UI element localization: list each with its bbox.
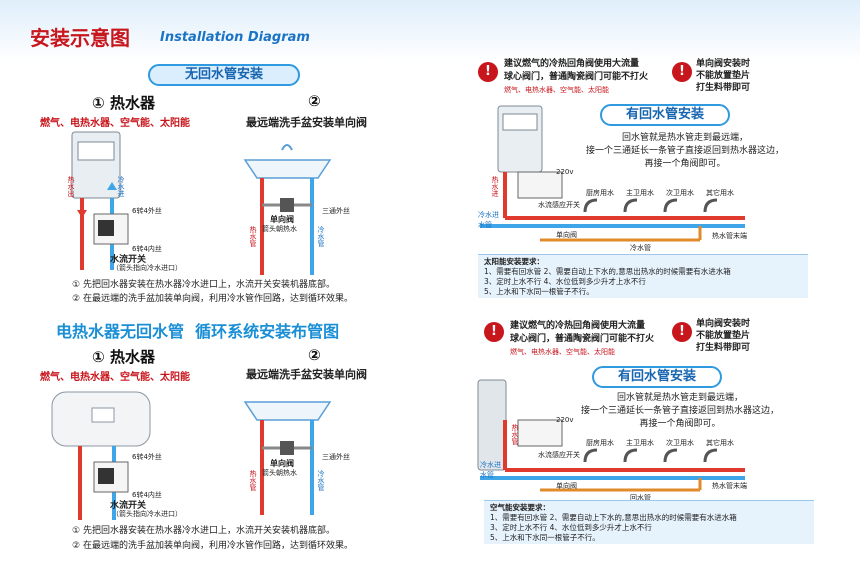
rb-return-end: 热水管末端 xyxy=(712,482,747,490)
rb-warning-b: 单向阀安装时 不能放置垫片 打生料带即可 xyxy=(696,319,751,353)
tap-2 xyxy=(623,198,638,213)
lb-wire-6-4-in: 6转4内丝 xyxy=(132,491,162,499)
rt-return-device xyxy=(517,171,563,199)
rt-pill: 有回水管安装 xyxy=(600,104,730,126)
rt-tap-label-1: 厨房用水 xyxy=(586,189,614,197)
warning-icon: ! xyxy=(484,322,504,342)
section-heading: 电热水器无回水管 循环系统安装布管图 xyxy=(56,322,340,341)
lb-wire-6-4-out: 6转4外丝 xyxy=(132,453,162,461)
rb-requirements-box: 空气能安装要求： 1、需要有回水管 2、需要自动上下水的,意思出热水的时候需要有… xyxy=(484,500,814,544)
heater-types: 燃气、电热水器、空气能、太阳能 xyxy=(40,118,190,129)
sink-basin-1 xyxy=(243,159,332,179)
lb-tee: 三通外丝 xyxy=(322,453,350,461)
rt-warning-b: 单向阀安装时 不能放置垫片 打生料带即可 xyxy=(696,59,751,93)
rt-cold-pipe: 冷水管 xyxy=(630,244,651,252)
faucet-1 xyxy=(281,144,293,151)
flow-switch-note: （箭头指向冷水进口） xyxy=(112,264,182,272)
lb-check-note: 箭头朝热水 xyxy=(262,469,297,477)
eh-return-panel xyxy=(98,468,114,484)
rt-warning-a: 建议燃气的冷热回角阀使用大流量 球心阀门，普通陶瓷阀门可能不打火 燃气、电热水器… xyxy=(504,59,649,94)
cold-pipe-label: 冷水管 xyxy=(317,226,325,247)
lb-cold-pipe: 冷水管 xyxy=(317,470,325,491)
lb-check-valve: 单向阀 xyxy=(270,459,294,468)
rb-tank-body xyxy=(477,379,507,471)
rb-tap-label-1: 厨房用水 xyxy=(586,439,614,447)
rt-tap-label-4: 其它用水 xyxy=(706,189,734,197)
note-2: ② 在最远端的洗手盆加装单向阀，利用冷水管作回路，达到循环效果。 xyxy=(72,294,353,304)
rb-tap-label-3: 次卫用水 xyxy=(666,439,694,447)
rb-hot-in: 热水管 xyxy=(511,424,519,445)
rb-voltage: 220v xyxy=(556,416,574,424)
page-title: 安装示意图 xyxy=(30,26,130,50)
rt-tap-label-3: 次卫用水 xyxy=(666,189,694,197)
tap-3 xyxy=(663,198,678,213)
rb-tap-label-2: 主卫用水 xyxy=(626,439,654,447)
header-band xyxy=(0,0,860,62)
rb-desc: 回水管就是热水管走到最远端，接一个三通延长一条管子直接返回到热水器这边，再接一个… xyxy=(580,393,779,429)
rb-flow-switch: 水流感应开关 xyxy=(538,451,580,459)
pill-no-return: 无回水管安装 xyxy=(148,64,300,86)
cold-in-label: 冷水进 xyxy=(117,176,125,197)
electric-heater-display xyxy=(91,407,115,423)
cold-arrow xyxy=(107,182,117,190)
wire-6-4-in: 6转4内丝 xyxy=(132,245,162,253)
sink-basin-2 xyxy=(243,401,332,421)
step2-title: 最远端洗手盆安装单向阀 xyxy=(246,116,367,129)
rb-check: 单向阀 xyxy=(556,482,577,490)
rb-cold-in: 冷水进水管 xyxy=(480,461,501,479)
return-device-panel xyxy=(98,220,114,236)
lb-note-2: ② 在最远端的洗手盆加装单向阀，利用冷水管作回路，达到循环效果。 xyxy=(72,541,353,551)
rt-tap-label-2: 主卫用水 xyxy=(626,189,654,197)
rt-cold-in: 冷水进水管 xyxy=(478,211,499,229)
rb-pill: 有回水管安装 xyxy=(592,366,722,388)
rb-warning-a: 建议燃气的冷热回角阀使用大流量 球心阀门，普通陶瓷阀门可能不打火 燃气、电热水器… xyxy=(510,321,655,356)
lb-flow-note: （箭头指向冷水进口） xyxy=(112,510,182,518)
page-subtitle: Installation Diagram xyxy=(160,30,310,45)
rb-return-device xyxy=(517,419,563,447)
lb-heater-types: 燃气、电热水器、空气能、太阳能 xyxy=(40,372,190,383)
tap-4 xyxy=(703,198,718,213)
lb-step2-num: ② xyxy=(308,346,321,364)
warning-icon: ! xyxy=(478,62,498,82)
step2-num: ② xyxy=(308,92,321,110)
rt-desc: 回水管就是热水管走到最远端，接一个三通延长一条管子直接返回到热水器这边，再接一个… xyxy=(585,133,784,169)
rt-check: 单向阀 xyxy=(556,231,577,239)
rt-flow-switch: 水流感应开关 xyxy=(538,201,580,209)
lb-flow-switch: 水流开关 xyxy=(110,501,147,511)
gas-heater-display xyxy=(77,141,115,161)
check-valve-shape-2 xyxy=(280,441,294,455)
check-valve-shape xyxy=(280,198,294,212)
lb-step2-title: 最远端洗手盆安装单向阀 xyxy=(246,368,367,381)
lb-hot-pipe: 热水管 xyxy=(249,470,257,491)
tap-1 xyxy=(583,198,598,213)
check-valve-label: 单向阀 xyxy=(270,215,294,224)
rb-tap-label-4: 其它用水 xyxy=(706,439,734,447)
warning-icon: ! xyxy=(672,322,692,342)
hot-arrow xyxy=(77,210,87,218)
hot-out-label: 热水出 xyxy=(67,176,75,197)
rt-return-end: 热水管末端 xyxy=(712,232,747,240)
tee-label: 三通外丝 xyxy=(322,207,350,215)
flow-switch-label: 水流开关 xyxy=(110,255,147,265)
lb-step1-title: ① 热水器 xyxy=(92,348,155,366)
wire-6-4-out: 6转4外丝 xyxy=(132,207,162,215)
rt-hot-in: 热水进 xyxy=(491,176,499,197)
rt-voltage: 220v xyxy=(556,168,574,176)
hot-pipe-label: 热水管 xyxy=(249,226,257,247)
warning-icon: ! xyxy=(672,62,692,82)
rb-return-pipe: 回水管 xyxy=(630,494,651,502)
lb-note-1: ① 先把回水器安装在热水器冷水进口上，水流开关安装机器底部。 xyxy=(72,526,335,536)
rt-requirements-box: 太阳能安装要求： 1、需要有回水管 2、需要自动上下水的,意思出热水的时候需要有… xyxy=(478,254,808,298)
check-valve-note: 箭头朝热水 xyxy=(262,225,297,233)
step1-title: ① 热水器 xyxy=(92,94,155,112)
note-1: ① 先把回水器安装在热水器冷水进口上，水流开关安装机器底部。 xyxy=(72,280,335,290)
